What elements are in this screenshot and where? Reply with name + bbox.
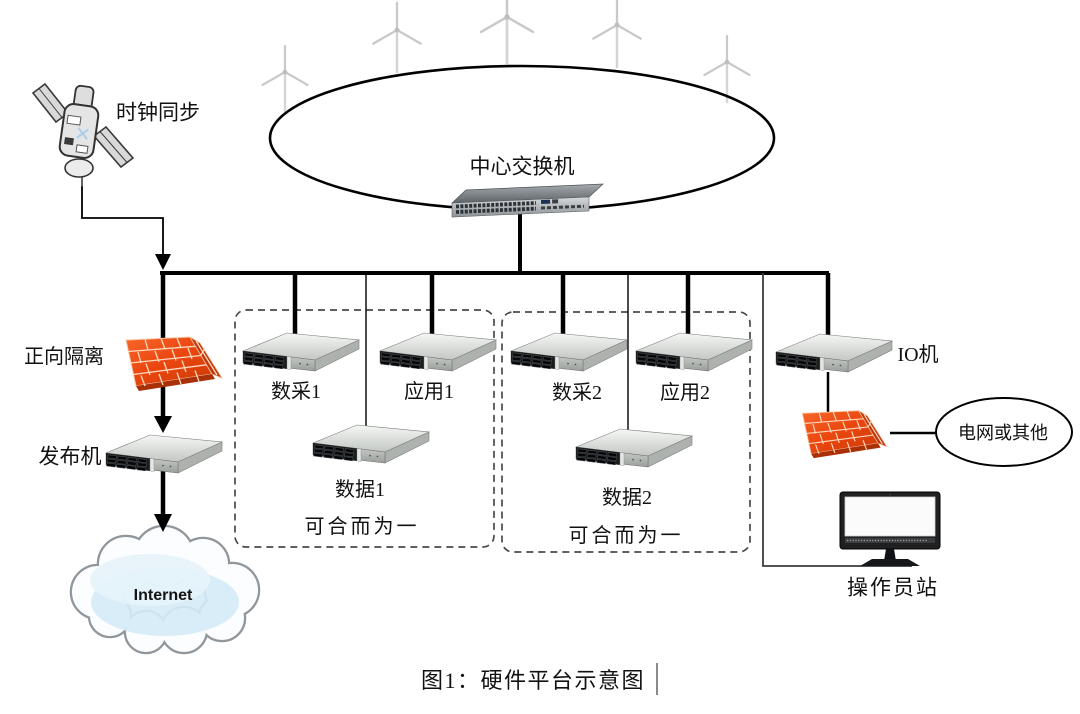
server-icon-data1	[312, 424, 430, 464]
io-machine-label: IO机	[897, 344, 939, 366]
operator-monitor-icon	[839, 491, 941, 566]
wind-turbine-icon	[703, 34, 751, 104]
grid-ellipse	[935, 397, 1073, 467]
network-switch-icon	[451, 183, 604, 218]
group1-dashed-box	[234, 309, 495, 548]
forward-isolation-label: 正向隔离	[24, 346, 104, 368]
central-switch-label: 中心交换机	[469, 154, 575, 179]
group1-note-label: 可合而为一	[304, 516, 420, 538]
data2-label: 数据2	[602, 487, 652, 509]
clock-sync-label: 时钟同步	[116, 100, 200, 125]
server-icon-app2	[635, 332, 753, 372]
server-icon-data2	[575, 428, 693, 468]
app2-label: 应用2	[660, 382, 710, 404]
group2-note-label: 可合而为一	[568, 525, 684, 547]
satellite-icon	[31, 82, 135, 187]
figure-caption: 图1：硬件平台示意图	[420, 668, 646, 693]
wind-turbine-icon	[479, 0, 535, 65]
publisher-label: 发布机	[38, 444, 102, 469]
server-icon-io	[775, 333, 893, 373]
server-icon-publisher	[105, 434, 223, 474]
server-icon-daq1	[242, 332, 360, 372]
app1-label: 应用1	[404, 381, 454, 403]
wind-turbine-icon	[372, 1, 422, 74]
forward-isolation-firewall-icon	[125, 336, 223, 392]
grid-or-other-label: 电网或其他	[958, 423, 1048, 443]
wind-turbine-icon	[592, 0, 642, 69]
outbound-firewall-icon	[801, 410, 888, 459]
internet-arrowhead	[154, 514, 172, 532]
text-cursor	[656, 663, 658, 695]
isolation-arrowhead	[154, 416, 172, 433]
clock-sync-line	[81, 186, 164, 256]
sync-arrowhead	[155, 254, 171, 270]
daq1-label: 数采1	[271, 381, 321, 403]
operator-station-label: 操作员站	[847, 575, 939, 600]
daq2-label: 数采2	[552, 382, 602, 404]
group2-dashed-box	[501, 311, 751, 553]
server-icon-daq2	[510, 332, 628, 372]
arrowheads	[154, 254, 172, 532]
data1-label: 数据1	[335, 479, 385, 501]
server-icon-app1	[379, 332, 497, 372]
internet-cloud-icon	[69, 524, 261, 655]
internet-label: Internet	[133, 587, 193, 604]
